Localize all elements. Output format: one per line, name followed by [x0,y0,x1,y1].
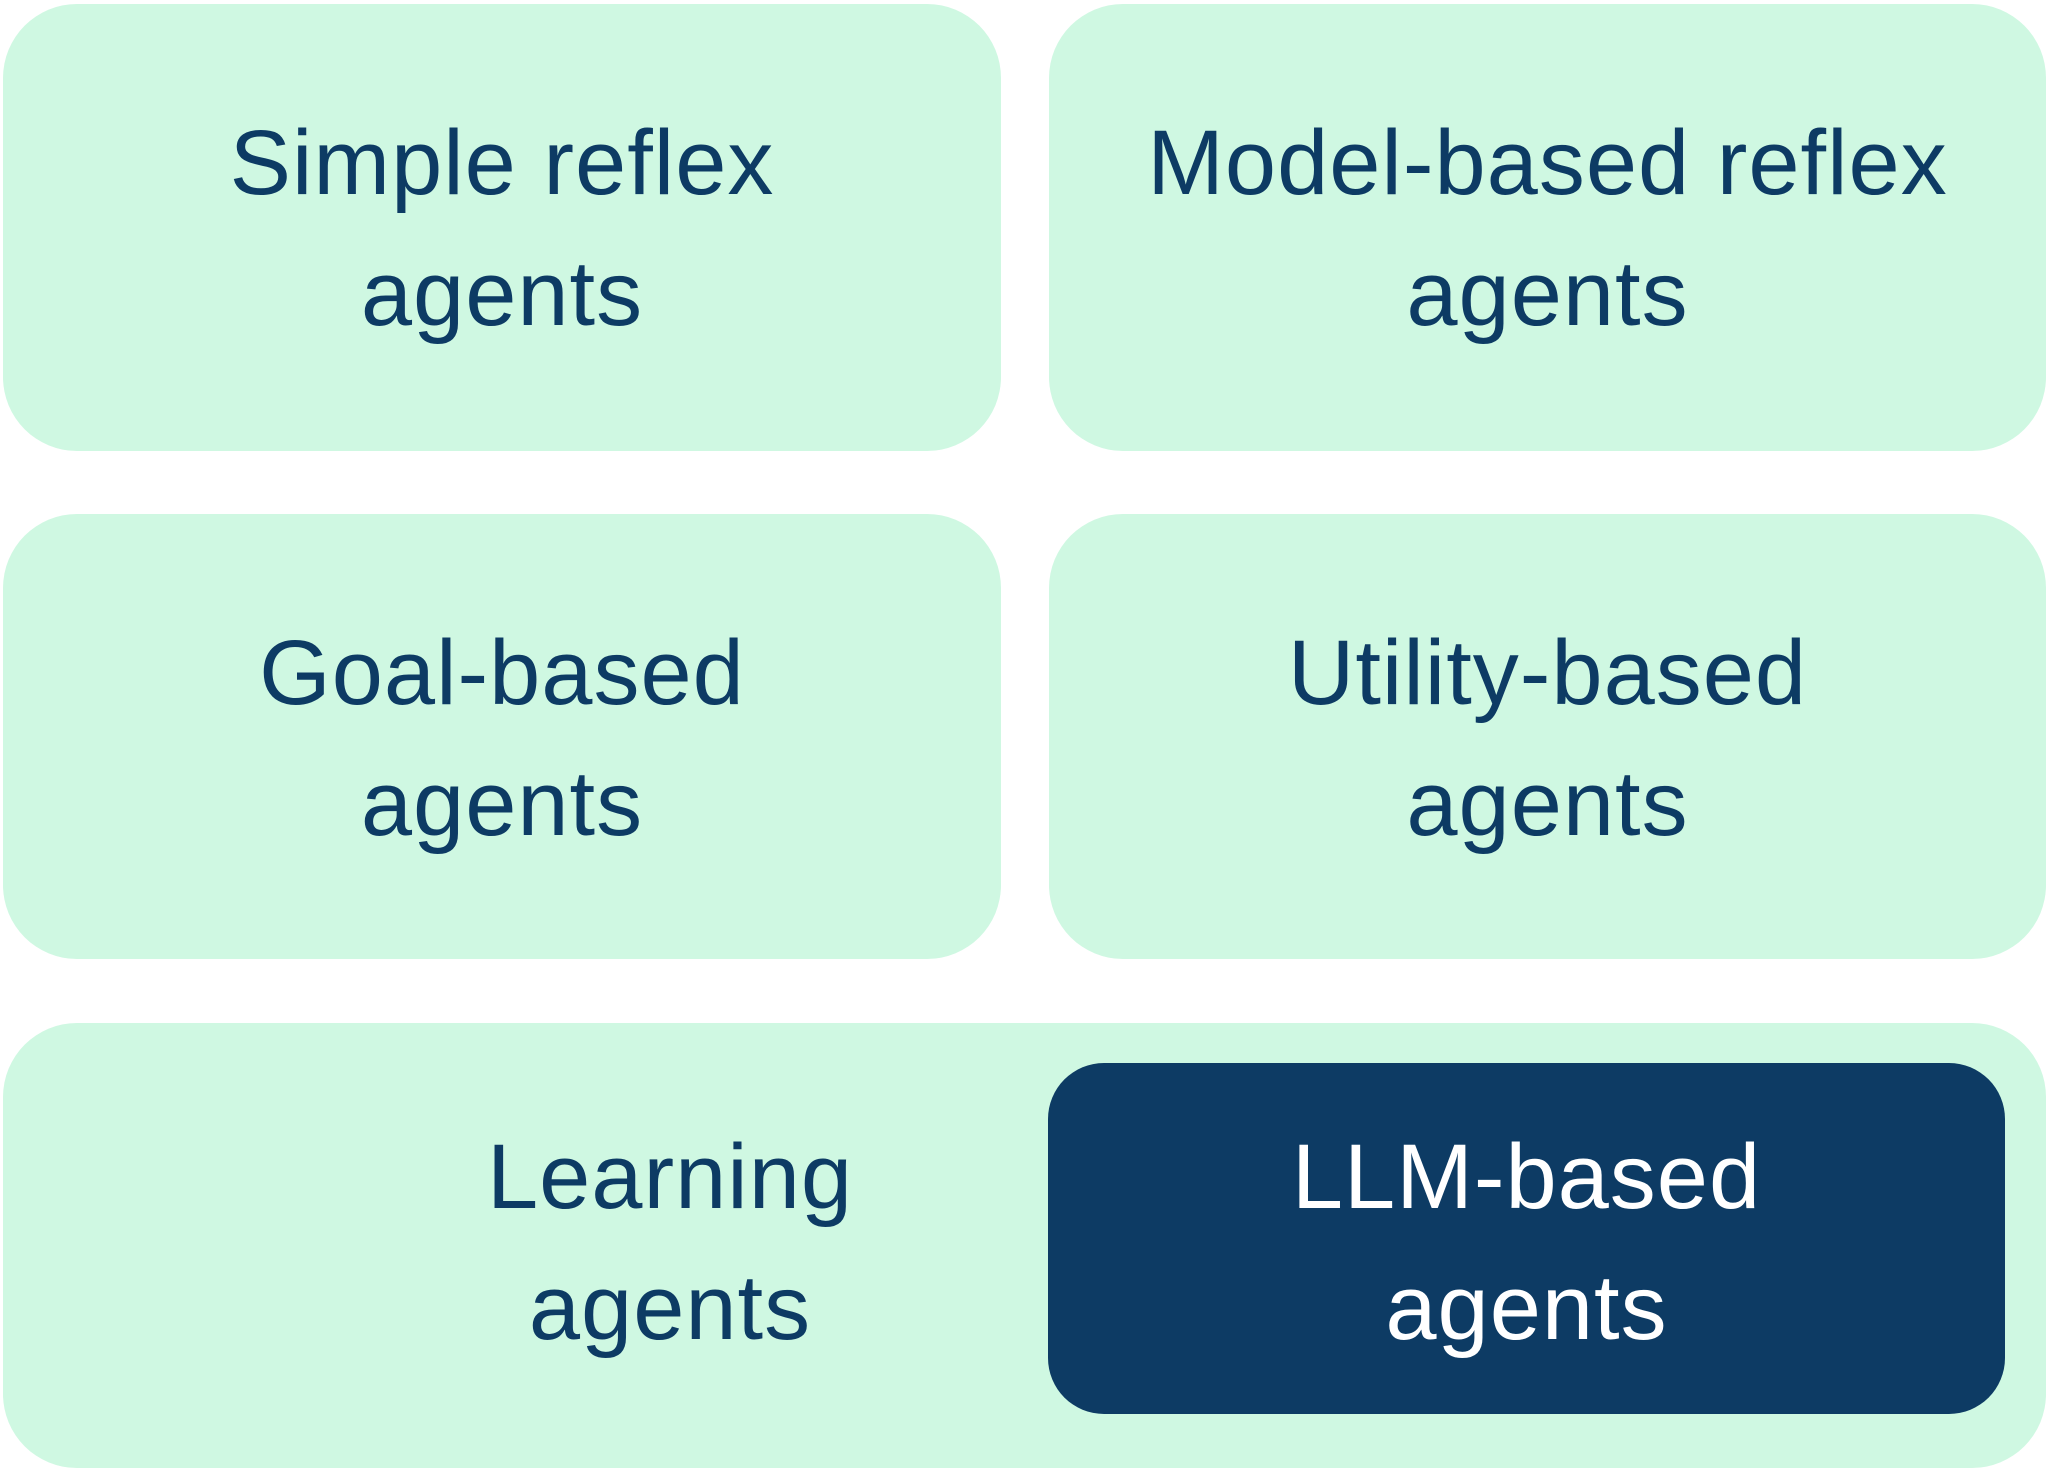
label-line-2: agents [1406,753,1689,855]
label-line-2: agents [360,753,644,855]
goal-based-agents-box [3,514,1001,959]
label-line-1: Learning [486,1126,854,1228]
label-line-2: agents [360,243,644,345]
label-line-2: agents [1385,1257,1668,1359]
label-line-2: agents [1406,243,1689,345]
llm-based-agents-box [1048,1063,2005,1414]
label-line-1: Utility-based [1287,622,1808,724]
utility-based-agents-label: Utility-based agents [1049,608,2046,870]
utility-based-agents-box [1049,514,2046,959]
label-line-1: LLM-based [1291,1126,1762,1228]
label-line-2: agents [528,1257,812,1359]
simple-reflex-agents-label: Simple reflex agents [3,98,1001,360]
learning-agents-label: Learning agents [420,1112,920,1374]
model-based-reflex-agents-box [1049,4,2046,451]
label-line-1: Model-based reflex [1147,112,1948,214]
label-line-1: Goal-based [259,622,745,724]
label-line-1: Simple reflex [229,112,775,214]
simple-reflex-agents-box [3,4,1001,451]
model-based-reflex-agents-label: Model-based reflex agents [1049,98,2046,360]
llm-based-agents-label: LLM-based agents [1048,1112,2005,1374]
goal-based-agents-label: Goal-based agents [3,608,1001,870]
